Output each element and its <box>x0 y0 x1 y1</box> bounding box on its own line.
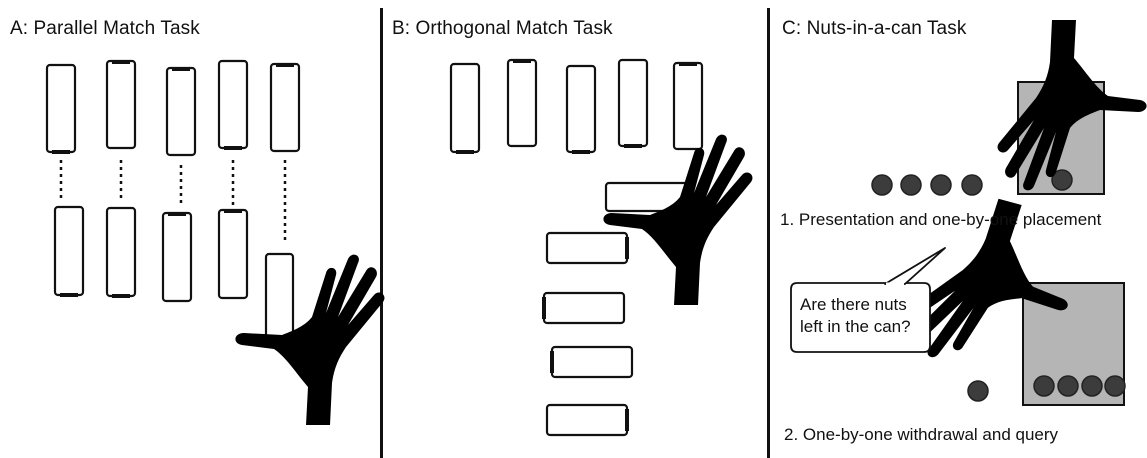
step-1-label: 1. Presentation and one-by-one placement <box>780 210 1102 229</box>
horizontal-bar <box>545 403 629 437</box>
vertical-bar <box>672 61 704 151</box>
held-bar <box>264 252 295 344</box>
vertical-bar <box>217 59 249 150</box>
nut <box>871 174 893 196</box>
vertical-bar <box>565 64 597 154</box>
panel-b-horizontal-bars <box>542 181 690 437</box>
nut <box>1057 375 1079 397</box>
nuts-row-2 <box>967 375 1126 402</box>
nut <box>1081 375 1103 397</box>
vertical-bar <box>45 63 77 154</box>
vertical-bar <box>53 205 85 297</box>
nut <box>961 174 983 196</box>
horizontal-bar <box>550 345 634 379</box>
vertical-bar <box>105 59 137 150</box>
horizontal-bar <box>542 291 626 325</box>
nut <box>1051 169 1073 191</box>
panel-b-title: B: Orthogonal Match Task <box>392 18 613 39</box>
vertical-bar <box>506 58 538 148</box>
speech-bubble <box>790 282 931 353</box>
hand-icon <box>235 254 385 426</box>
nut <box>1033 375 1055 397</box>
panel-a-dotted-connectors <box>59 160 287 240</box>
panel-b-top-row <box>449 58 704 154</box>
horizontal-bar <box>545 231 629 265</box>
speech-line-2: left in the can? <box>800 317 911 336</box>
vertical-bar <box>449 62 481 154</box>
vertical-bar <box>165 66 197 157</box>
vertical-bar <box>269 62 301 153</box>
nut <box>1104 375 1126 397</box>
panel-a-bottom-row <box>53 205 295 344</box>
nuts-row-1 <box>871 169 1073 196</box>
nut <box>900 174 922 196</box>
panel-c-title: C: Nuts-in-a-can Task <box>782 18 967 39</box>
vertical-bar <box>161 211 193 303</box>
nut <box>967 380 989 402</box>
nut <box>930 174 952 196</box>
vertical-bar <box>217 208 249 300</box>
vertical-bar <box>617 58 649 148</box>
divider-left <box>380 8 383 458</box>
speech-bubble-text: Are there nuts left in the can? <box>800 294 928 338</box>
hand-icon <box>603 134 753 306</box>
step-2-label: 2. One-by-one withdrawal and query <box>784 425 1059 444</box>
vertical-bar <box>105 206 137 298</box>
panel-a-top-row <box>45 59 301 157</box>
speech-line-1: Are there nuts <box>800 295 907 314</box>
panel-a-title: A: Parallel Match Task <box>10 18 200 39</box>
divider-right <box>767 8 770 458</box>
